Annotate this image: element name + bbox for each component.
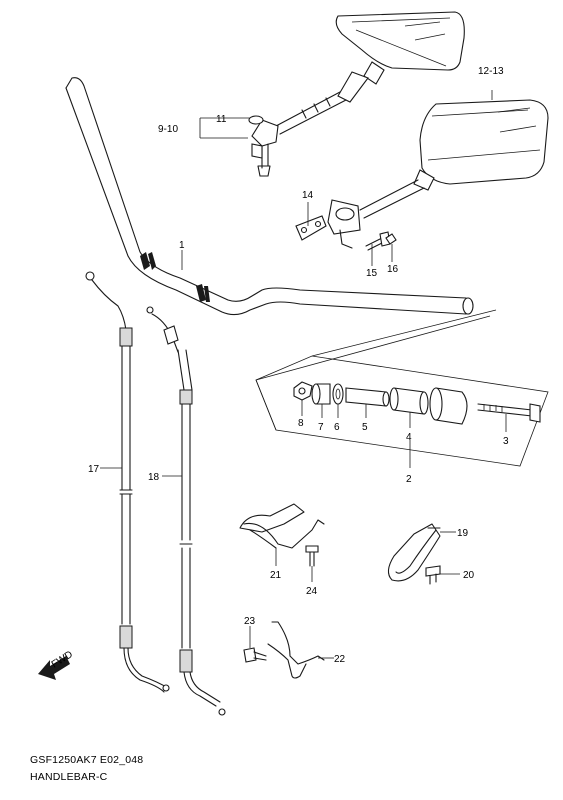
clamp-21 <box>239 503 325 566</box>
end-cap <box>429 387 468 425</box>
callout-8: 8 <box>298 418 304 429</box>
spacer-7 <box>311 383 331 418</box>
mirror-upper <box>248 11 465 177</box>
callout-23: 23 <box>244 616 256 627</box>
cable-18 <box>146 306 226 716</box>
weight-4 <box>389 387 429 428</box>
bolt-24 <box>305 545 319 582</box>
callout-9-10: 9-10 <box>158 124 178 135</box>
callout-22: 22 <box>334 654 346 665</box>
bolt-20 <box>425 565 460 585</box>
callout-2: 2 <box>406 474 412 485</box>
cable-17 <box>85 271 170 693</box>
callout-14: 14 <box>302 190 314 201</box>
callout-3: 3 <box>503 436 509 447</box>
callout-20: 20 <box>463 570 475 581</box>
callout-16: 16 <box>387 264 399 275</box>
callout-21: 21 <box>270 570 282 581</box>
diagram-title: HANDLEBAR-C <box>30 771 108 783</box>
fwd-arrow-icon: FWD <box>38 649 75 680</box>
nut-8 <box>293 381 313 416</box>
callout-6: 6 <box>334 422 340 433</box>
handlebar <box>65 77 474 316</box>
callout-5: 5 <box>362 422 368 433</box>
callout-15: 15 <box>366 268 378 279</box>
nut-16 <box>385 233 397 262</box>
bolt-3 <box>477 403 541 432</box>
callout-11: 11 <box>216 114 227 125</box>
diagram-code: GSF1250AK7 E02_048 <box>30 754 144 766</box>
callout-19: 19 <box>457 528 469 539</box>
bracket-14 <box>295 202 327 241</box>
clamp-22 <box>267 621 334 679</box>
tube-5 <box>345 387 390 418</box>
clamp-19 <box>387 523 456 582</box>
callout-12-13: 12-13 <box>478 66 504 77</box>
callout-4: 4 <box>406 432 412 443</box>
callout-1: 1 <box>179 240 185 251</box>
callout-17: 17 <box>88 464 100 475</box>
leader-9-10 <box>199 117 250 139</box>
callout-18: 18 <box>148 472 160 483</box>
weight-assembly-box <box>255 309 549 467</box>
callout-7: 7 <box>318 422 324 433</box>
callout-24: 24 <box>306 586 318 597</box>
ring-6 <box>332 383 344 418</box>
bolt-23 <box>243 626 267 663</box>
mirror-lower <box>327 90 549 249</box>
